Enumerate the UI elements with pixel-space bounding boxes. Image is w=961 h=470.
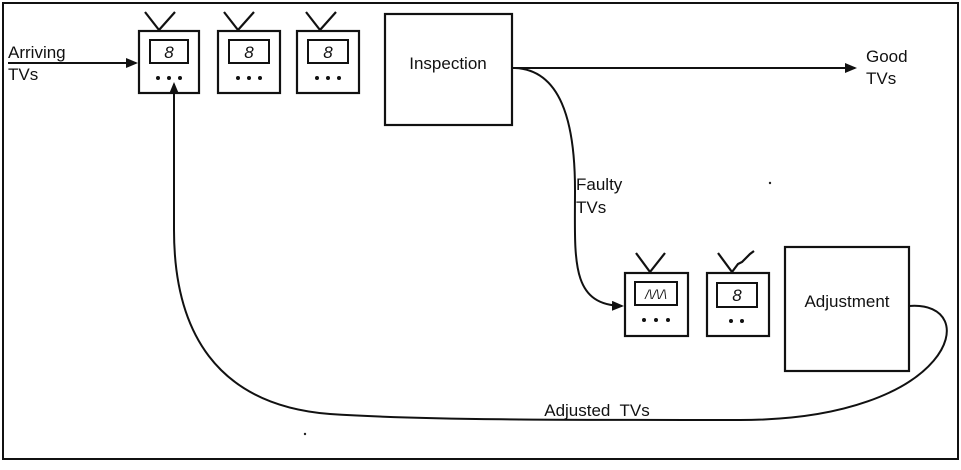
tv-knob xyxy=(315,76,319,80)
arriving-label-line2: TVs xyxy=(8,65,38,84)
tv-knob xyxy=(247,76,251,80)
adjusted-label: Adjusted TVs xyxy=(544,401,650,420)
queue-tv-3: 8 xyxy=(297,12,359,93)
tv-antenna-left xyxy=(306,12,320,30)
queue-tv-1: 8 xyxy=(139,12,199,93)
tv-screen-digit: 8 xyxy=(732,286,742,305)
tv-screen-digit: 8 xyxy=(244,43,254,62)
tv-screen-digit: 8 xyxy=(323,43,333,62)
tv-screen-static: /\/\/\ xyxy=(644,287,667,302)
faulty-tv-2: 8 xyxy=(707,251,769,336)
tv-knob xyxy=(167,76,171,80)
arriving-label-line1: Arriving xyxy=(8,43,66,62)
scan-speck xyxy=(769,182,771,184)
good-label-line2: TVs xyxy=(866,69,896,88)
tv-knob xyxy=(642,318,646,322)
inspection-station-label: Inspection xyxy=(409,54,487,73)
good-label-line1: Good xyxy=(866,47,908,66)
tv-knob xyxy=(236,76,240,80)
tv-knob xyxy=(654,318,658,322)
tv-knob xyxy=(178,76,182,80)
tv-antenna-right xyxy=(159,12,175,30)
tv-knob xyxy=(729,319,733,323)
tv-antenna-left xyxy=(636,253,650,272)
tv-antenna-right xyxy=(320,12,336,30)
tv-knob xyxy=(666,318,670,322)
tv-antenna-left xyxy=(145,12,159,30)
queue-tv-2: 8 xyxy=(218,12,280,93)
tv-antenna-left xyxy=(224,12,238,30)
tv-antenna-right-bent xyxy=(732,251,754,272)
faulty-label-line1: Faulty xyxy=(576,175,623,194)
tv-screen-digit: 8 xyxy=(164,43,174,62)
tv-knob xyxy=(740,319,744,323)
tv-knob xyxy=(258,76,262,80)
tv-knob xyxy=(326,76,330,80)
faulty-tv-1: /\/\/\ xyxy=(625,253,688,336)
adjustment-station-label: Adjustment xyxy=(804,292,889,311)
tv-knob xyxy=(156,76,160,80)
tv-antenna-right xyxy=(650,253,665,272)
scan-speck xyxy=(304,433,306,435)
faulty-label-line2: TVs xyxy=(576,198,606,217)
tv-antenna-right xyxy=(238,12,254,30)
tv-knob xyxy=(337,76,341,80)
tv-antenna-left xyxy=(718,253,732,272)
